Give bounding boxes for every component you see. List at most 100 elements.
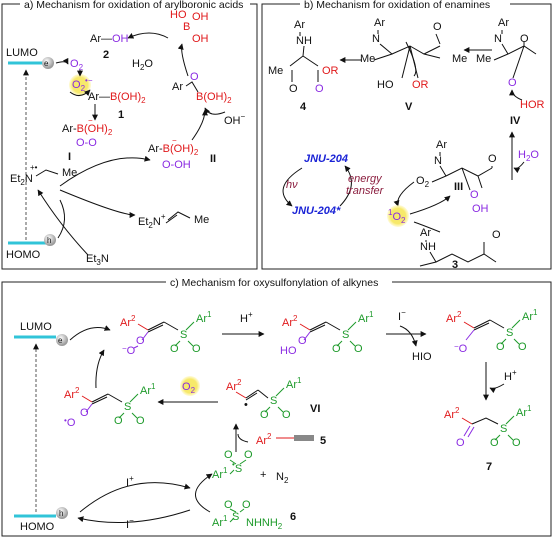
a-iminium-bond xyxy=(167,211,191,221)
c-top3-ar1: Ar1 xyxy=(522,308,538,323)
a-int-II-minus: − xyxy=(172,136,177,145)
b-3-o: O xyxy=(492,229,501,241)
b-excitation-arrow xyxy=(282,167,303,207)
a-iminium: Et2N+ xyxy=(138,212,166,230)
b-4-bonds xyxy=(289,32,319,82)
c-label-6: 6 xyxy=(290,511,296,523)
panel-a-title: a) Mechanism for oxidation of arylboroni… xyxy=(24,0,243,11)
electron-label: e xyxy=(44,59,49,68)
b-IV-o2: O xyxy=(508,77,517,89)
c-top1-oo-bond xyxy=(133,331,149,349)
c-i-plus: I+ xyxy=(126,474,134,489)
c-7-s: S xyxy=(500,423,507,435)
a-int-I: Ar-B(OH)2 xyxy=(62,123,113,137)
c-6-o2: O xyxy=(242,499,251,511)
c-top1-o2: O xyxy=(192,343,201,355)
b-V-me2: Me xyxy=(452,53,467,65)
c-VI-radical: • xyxy=(244,399,248,411)
a-int-I-minus: − xyxy=(88,116,93,125)
lumo-label: LUMO xyxy=(6,47,38,59)
b-h2o-arrow xyxy=(513,161,525,174)
c-electron-ball xyxy=(56,334,68,346)
b-label-3: 3 xyxy=(452,259,458,271)
c-i-reduction-arrow xyxy=(77,509,191,523)
c-top2-oo-bond xyxy=(303,331,311,341)
b-4-ar: Ar xyxy=(294,19,305,31)
a-iminium-arrow xyxy=(59,189,136,218)
c-label-VI: VI xyxy=(310,403,320,415)
c-VI-ar2: Ar2 xyxy=(226,378,242,393)
panel-b-title: b) Mechanism for oxidation of enamines xyxy=(304,0,490,11)
a-int-II: Ar-B(OH)2 xyxy=(148,143,199,157)
a-boh3-oh1: OH xyxy=(192,11,209,23)
a-boh3-b: B xyxy=(183,21,190,33)
b-V-bonds xyxy=(373,30,441,79)
c-label-5: 5 xyxy=(320,435,326,447)
b-4-o1: O xyxy=(289,83,298,95)
c-homo-label: HOMO xyxy=(20,521,55,533)
b-4-nh: NH xyxy=(296,35,312,47)
c-5-ar2: Ar2 xyxy=(256,432,272,447)
c-mid1-so2 xyxy=(118,393,139,419)
c-top2-ar2-bond xyxy=(299,323,311,331)
c-hio-curve xyxy=(399,325,418,347)
c-i-minus-top: I− xyxy=(398,308,406,323)
a-int-II-ooh: O-OH xyxy=(162,159,191,171)
c-VI-o1: O xyxy=(260,409,269,421)
c-VI-so2 xyxy=(264,387,285,413)
a-aryl-borate-ar: Ar xyxy=(172,81,183,93)
b-III-ar: Ar xyxy=(436,139,447,151)
c-mid1-vinyl xyxy=(91,393,123,405)
b-IV-me: Me xyxy=(476,53,491,65)
c-top2-o2: O xyxy=(354,343,363,355)
c-top1-oo: −O xyxy=(122,344,136,357)
c-7-so2 xyxy=(494,415,515,441)
a-ar-oh: Ar—OH xyxy=(90,33,129,45)
c-electron-label: e xyxy=(58,336,63,345)
c-VI-vinyl xyxy=(245,389,269,401)
a-hat-arrow xyxy=(59,155,151,187)
panel-c: c) Mechanism for oxysulfonylation of alk… xyxy=(1,276,552,537)
b-3-nh: NH xyxy=(420,241,436,253)
c-top3-vinyl xyxy=(473,319,505,331)
c-top3-o1: O xyxy=(496,341,505,353)
a-boh3-ho: HO xyxy=(170,9,187,21)
c-top1-ar2-bond xyxy=(137,323,149,331)
c-7-o2: O xyxy=(512,437,521,449)
c-top3-ar2: Ar2 xyxy=(446,310,462,325)
c-h-plus-right-curve xyxy=(489,383,505,394)
a-et2n-radical: Et2N xyxy=(10,173,33,187)
a-hydrolysis-arrow xyxy=(127,32,169,39)
c-o2-glow xyxy=(180,376,200,396)
a-arboh2-1: Ar—B(OH)2 xyxy=(88,91,146,105)
c-top2-o1: O xyxy=(332,343,341,355)
a-II-to-borate-arrow xyxy=(191,109,208,141)
c-mid1-oo: •O xyxy=(64,416,76,429)
c-hole-ball xyxy=(56,507,68,519)
panel-a-frame xyxy=(1,3,258,270)
c-mid1-ar2-bond xyxy=(81,395,93,403)
c-top1-ar1: Ar1 xyxy=(196,310,212,325)
a-borate-hydrolysis-arrow xyxy=(177,43,189,77)
b-III-bonds xyxy=(431,152,493,191)
b-V-n: N xyxy=(372,33,380,45)
c-top1-o1: O xyxy=(170,343,179,355)
hole-ball xyxy=(44,234,56,246)
c-mid1-o: O xyxy=(80,407,89,419)
a-superoxide: O2•− xyxy=(72,76,93,93)
c-top3-o: −O xyxy=(454,342,468,355)
a-boh3-oh2: OH xyxy=(192,33,209,45)
c-sulfonyl-formation-arrow xyxy=(195,473,213,513)
panel-b-title-bg xyxy=(300,0,510,10)
c-i-oxidation-arrow xyxy=(79,482,191,513)
c-7-ar2: Ar2 xyxy=(444,406,460,421)
c-peroxyl-to-anion-arrow xyxy=(95,349,105,389)
c-mid1-ar1: Ar1 xyxy=(140,382,156,397)
c-7-o: O xyxy=(456,437,465,449)
b-4-me: Me xyxy=(268,65,283,77)
b-V-ho: HO xyxy=(377,79,394,91)
c-sr-bonds xyxy=(229,459,247,475)
b-singlet-to-III-arrow xyxy=(409,195,451,215)
